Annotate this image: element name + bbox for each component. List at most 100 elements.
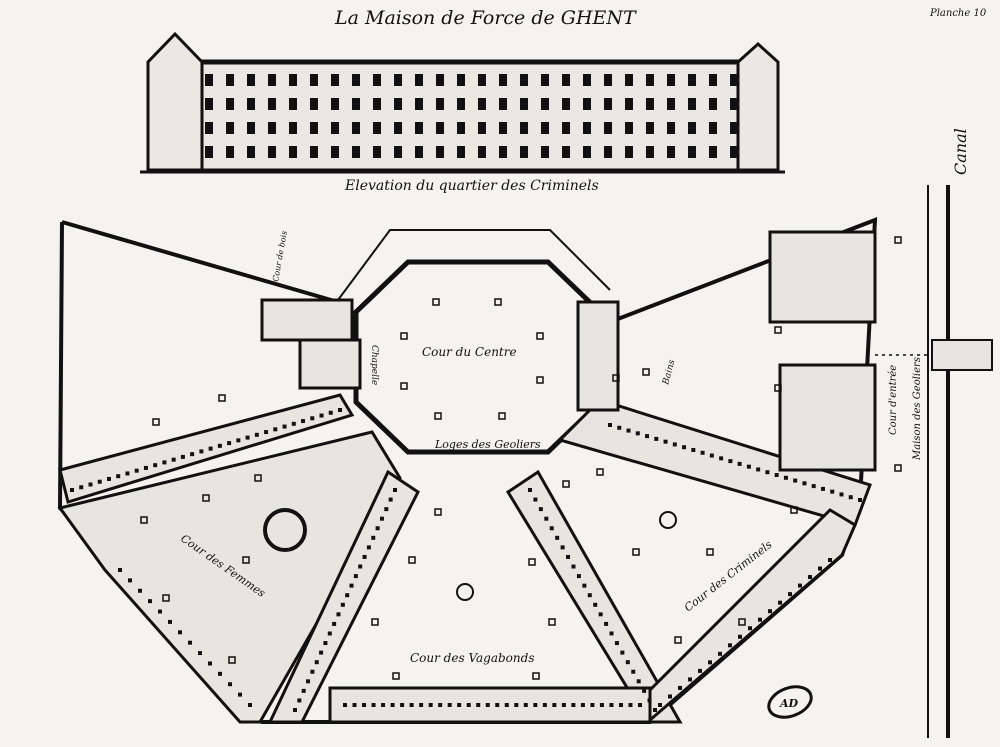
elevation-window <box>646 74 654 86</box>
cell-window <box>138 588 142 593</box>
court-marker <box>596 468 604 476</box>
elevation-drawing <box>140 31 785 174</box>
elevation-window <box>310 98 318 110</box>
elevation-window <box>499 122 507 134</box>
cell-window <box>830 489 835 494</box>
cell-window <box>778 600 782 605</box>
cell-window <box>654 436 659 441</box>
cell-window <box>254 432 259 437</box>
cell-window <box>653 708 657 712</box>
elevation-window <box>415 98 423 110</box>
cell-window <box>188 640 192 645</box>
cell-window <box>765 470 770 475</box>
cell-window <box>609 703 614 707</box>
cell-window <box>264 430 269 435</box>
elevation-window <box>709 98 717 110</box>
cell-window <box>774 473 779 477</box>
cell-window <box>504 703 509 707</box>
cell-window <box>544 516 549 521</box>
elevation-window <box>541 122 549 134</box>
cell-window <box>343 703 347 707</box>
cell-window <box>375 526 380 531</box>
cell-window <box>379 516 384 521</box>
plate-number: Planche 10 <box>929 8 987 19</box>
cell-window <box>291 421 296 426</box>
elevation-window <box>352 74 360 86</box>
cell-window <box>485 703 490 707</box>
court-marker <box>408 556 416 564</box>
elevation-window <box>394 146 402 158</box>
stamp-ellipse <box>767 685 813 719</box>
cell-window <box>738 634 742 639</box>
cell-window <box>631 669 636 674</box>
court-marker <box>494 298 502 306</box>
elevation-window <box>268 74 276 86</box>
stamp-text: AD <box>779 697 799 710</box>
cell-window <box>314 660 319 665</box>
cell-window <box>400 703 405 707</box>
cell-window <box>352 703 357 707</box>
cell-window <box>190 452 195 457</box>
elevation-window <box>730 98 738 110</box>
criminels-fountain <box>659 511 677 529</box>
elevation-window <box>247 74 255 86</box>
court-marker <box>202 494 210 502</box>
elevation-window <box>373 74 381 86</box>
elevation-window <box>604 74 612 86</box>
cell-window <box>858 498 862 502</box>
elevation-window <box>268 98 276 110</box>
elevation-window <box>541 98 549 110</box>
elevation-window <box>625 98 633 110</box>
loges-label: Loges des Geoliers <box>434 438 541 451</box>
cell-window <box>555 535 560 540</box>
cell-window <box>566 554 571 559</box>
cell-window <box>306 679 311 684</box>
elevation-window <box>562 98 570 110</box>
cell-window <box>593 602 598 607</box>
cell-window <box>438 703 443 707</box>
cell-window <box>228 682 232 687</box>
canal <box>875 185 993 738</box>
elevation-window <box>226 146 234 158</box>
elevation-window <box>667 146 675 158</box>
cell-window <box>737 461 742 466</box>
elevation-window <box>688 74 696 86</box>
cell-window <box>227 441 232 446</box>
cell-window <box>310 669 315 674</box>
elevation-window <box>730 74 738 86</box>
cell-window <box>614 641 619 646</box>
elevation-window <box>562 122 570 134</box>
cell-window <box>419 703 424 707</box>
cell-window <box>199 449 204 454</box>
cell-window <box>168 619 172 624</box>
elevation-window <box>331 146 339 158</box>
cell-window <box>162 460 167 465</box>
cell-window <box>428 703 433 707</box>
cell-window <box>273 427 278 432</box>
cell-window <box>808 575 812 580</box>
elevation-window <box>583 74 591 86</box>
cell-window <box>409 703 414 707</box>
cell-window <box>793 478 798 483</box>
canal-label: Canal <box>951 128 970 175</box>
cell-window <box>293 708 297 712</box>
court-marker <box>774 384 782 392</box>
court-marker <box>790 506 798 514</box>
elevation-window <box>352 146 360 158</box>
cell-window <box>533 497 538 502</box>
court-marker <box>371 618 379 626</box>
elevation-window <box>310 122 318 134</box>
cell-window <box>746 464 751 469</box>
cell-window <box>642 688 647 693</box>
cell-window <box>236 438 241 443</box>
elevation-window <box>520 98 528 110</box>
court-marker <box>548 618 556 626</box>
elevation-window <box>520 146 528 158</box>
cell-window <box>604 621 609 626</box>
court-marker <box>140 516 148 524</box>
elevation-window <box>646 122 654 134</box>
elevation-window <box>499 74 507 86</box>
cell-window <box>319 413 324 418</box>
cell-window <box>143 465 148 470</box>
elevation-window <box>604 146 612 158</box>
